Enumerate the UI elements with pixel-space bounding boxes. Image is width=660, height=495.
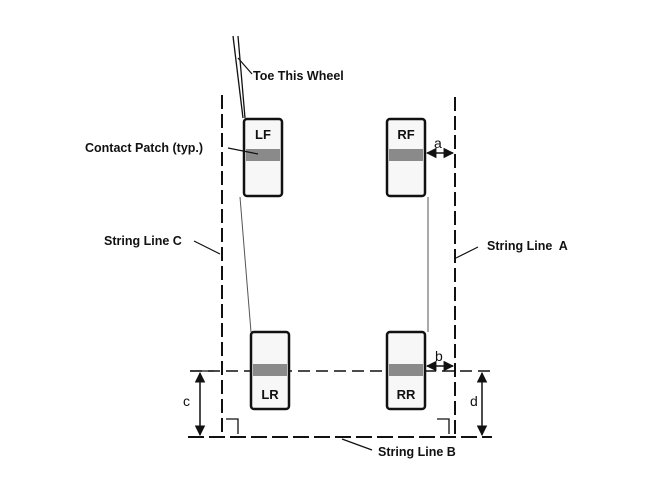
dimension-b-label: b xyxy=(435,348,443,364)
tire-label-lf: LF xyxy=(255,127,271,142)
left-track-line xyxy=(239,196,252,333)
tire-lr: LR xyxy=(249,330,291,411)
right-angle-mark-left xyxy=(226,418,239,434)
toe-this-wheel-label: Toe This Wheel xyxy=(253,69,344,83)
string-line-c-label: String Line C xyxy=(104,234,182,248)
toe-label-leader xyxy=(237,57,253,75)
tire-label-rf: RF xyxy=(397,127,414,142)
contact-patch-leader xyxy=(227,147,259,155)
tire-lf: LF xyxy=(242,117,284,198)
tire-rr: RR xyxy=(385,330,427,411)
string-b-leader xyxy=(341,438,373,451)
dimension-c-label: c xyxy=(183,393,190,409)
string-c-leader xyxy=(193,240,221,255)
toe-leader-line-1 xyxy=(232,35,244,119)
dimension-d-label: d xyxy=(470,393,478,409)
string-line-b-label: String Line B xyxy=(378,445,456,459)
tire-label-rr: RR xyxy=(397,387,416,402)
toe-leader-line-2 xyxy=(237,35,246,119)
right-angle-mark-right xyxy=(437,418,450,434)
tire-rf: RF xyxy=(385,117,427,198)
string-line-a-label: String Line A xyxy=(487,239,568,253)
tire-label-lr: LR xyxy=(261,387,279,402)
dimension-a-label: a xyxy=(434,135,442,151)
contact-patch-label: Contact Patch (typ.) xyxy=(85,141,203,155)
string-a-leader xyxy=(455,246,479,259)
